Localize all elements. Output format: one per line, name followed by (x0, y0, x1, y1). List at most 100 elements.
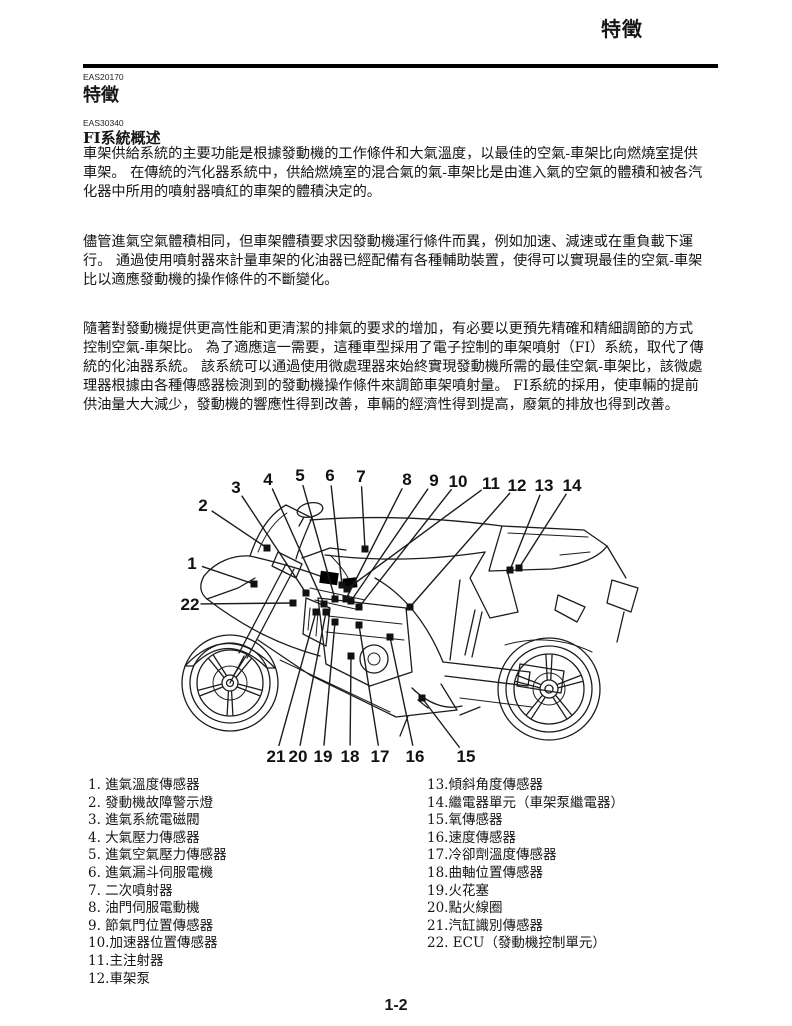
callout-leader-line (299, 611, 327, 746)
callout-number: 2 (198, 496, 207, 515)
callout-number: 7 (356, 467, 365, 486)
legend-item: 12.車架泵 (88, 970, 150, 987)
callout-number: 18 (341, 747, 360, 766)
wheel-spoke (208, 658, 225, 678)
callout-number: 22 (181, 595, 200, 614)
callout-number: 19 (314, 747, 333, 766)
callout-leader-line (201, 565, 255, 585)
callout-leader-line (509, 494, 541, 571)
callout-number: 9 (429, 471, 438, 490)
wheel-spoke (235, 658, 252, 678)
section-code: EAS20170 (83, 72, 124, 82)
callout-number: 15 (457, 747, 476, 766)
section-title: 特徵 (83, 85, 119, 106)
legend-item: 16.速度傳感器 (427, 829, 516, 846)
callout-number: 6 (325, 466, 334, 485)
callout-number: 20 (289, 747, 308, 766)
callout-number: 8 (402, 470, 411, 489)
chapter-header: 特徵 (601, 17, 643, 41)
callout-leader-line (358, 624, 379, 746)
header-rule (83, 64, 718, 68)
callout-marker (347, 652, 355, 660)
wheel-spoke (530, 697, 546, 719)
paragraph-line: 行。 通過使用噴射器來計量車架的化油器已經配備有各種輔助裝置，使得可以實現最佳的… (83, 252, 703, 269)
wheel-spoke (212, 654, 227, 676)
callout-leader-line (271, 488, 325, 605)
callout-marker (342, 595, 350, 603)
callout-leader-line (345, 488, 403, 600)
paragraph-line: 供油量大大減少，發動機的響應性得到改善，車輛的經濟性得到提高，廢氣的排放也得到改… (83, 397, 679, 414)
callout-marker (289, 599, 297, 607)
callout-leader-line (349, 655, 352, 746)
legend-item: 9. 節氣門位置傳感器 (88, 917, 214, 934)
legend-item: 3. 進氣系統電磁閥 (88, 812, 200, 829)
legend-item: 14.繼電器單元（車架泵繼電器） (427, 794, 624, 811)
legend-item: 18.曲軸位置傳感器 (427, 864, 543, 881)
paragraph-line: 儘管進氣空氣體積相同，但車架體積要求因發動機運行條件而異，例如加速、減速或在重負… (83, 233, 694, 250)
callout-marker (418, 694, 426, 702)
callout-marker (250, 580, 258, 588)
callout-number: 4 (263, 470, 273, 489)
legend-item: 8. 油門伺服電動機 (88, 900, 200, 917)
callout-number: 21 (267, 747, 286, 766)
callout-leader-line (421, 697, 461, 748)
legend-item: 17.冷卻劑溫度傳感器 (427, 847, 557, 864)
callout-leader-line (389, 636, 414, 746)
callout-marker (515, 564, 523, 572)
subsection-title: FI系統概述 (83, 129, 161, 147)
legend-item: 13.傾斜角度傳感器 (427, 777, 543, 793)
callout-marker (320, 600, 328, 608)
callout-marker (302, 589, 310, 597)
callout-number: 10 (449, 472, 468, 491)
callout-number: 5 (295, 466, 304, 485)
callout-marker (322, 608, 330, 616)
legend-item: 22. ECU（發動機控制單元） (427, 935, 606, 952)
callout-marker (343, 585, 351, 593)
wheel-spoke (238, 683, 262, 691)
paragraph-line: 隨著對發動機提供更高性能和更清潔的排氣的要求的增加，有必要以更預先精確和精細調節… (83, 321, 694, 338)
callout-leader-line (350, 488, 429, 602)
callout-marker (355, 603, 363, 611)
callout-number: 11 (482, 474, 500, 493)
callout-number: 3 (231, 478, 240, 497)
callout-leader-line (200, 602, 294, 605)
callout-number: 14 (563, 476, 582, 495)
callout-marker (386, 633, 394, 641)
paragraph: 隨著對發動機提供更高性能和更清潔的排氣的要求的增加，有必要以更預先精確和精細調節… (83, 320, 723, 415)
paragraph-line: 理器根據由各種傳感器檢測到的發動機操作條件來調節車架噴射量。 FI系統的採用，使… (83, 378, 699, 395)
wheel-spoke (555, 695, 573, 716)
paragraph-line: 統的化油器系統。 該系統可以通過使用微處理器來始終實現發動機所需的最佳空氣-車架… (83, 359, 703, 376)
callout-number: 17 (371, 747, 390, 766)
callout-leader-line (211, 510, 268, 549)
legend-item: 15.氧傳感器 (427, 812, 503, 829)
wheel-spoke (550, 654, 553, 680)
callout-marker (331, 595, 339, 603)
callout-leader-line (360, 486, 366, 550)
legend-item: 7. 二次噴射器 (88, 882, 173, 899)
legend-item: 11.主注射器 (88, 952, 164, 969)
legend-item: 19.火花塞 (427, 882, 489, 899)
callout-leader-line (241, 495, 307, 594)
callout-leader-line (330, 485, 343, 586)
wheel-spoke (199, 686, 223, 697)
callout-leader-line (518, 493, 567, 569)
callout-marker (506, 566, 514, 574)
callout-marker (338, 581, 346, 589)
paragraph-line: 車架供給系統的主要功能是根據發動機的工作條件和大氣溫度，以最佳的空氣-車架比向燃… (83, 146, 698, 162)
wheel-spoke (230, 691, 234, 716)
callout-number: 12 (508, 476, 527, 495)
callout-marker (406, 603, 414, 611)
paragraph: 儘管進氣空氣體積相同，但車架體積要求因發動機運行條件而異，例如加速、減速或在重負… (83, 233, 723, 290)
wheel-spoke (557, 674, 581, 685)
page-number: 1-2 (384, 997, 408, 1014)
wheel-spoke (226, 691, 230, 716)
legend-item: 5. 進氣空氣壓力傳感器 (88, 847, 227, 864)
callout-marker (355, 621, 363, 629)
subsection-code: EAS30340 (83, 118, 124, 128)
wheel-spoke (552, 697, 568, 719)
callout-marker (263, 544, 271, 552)
